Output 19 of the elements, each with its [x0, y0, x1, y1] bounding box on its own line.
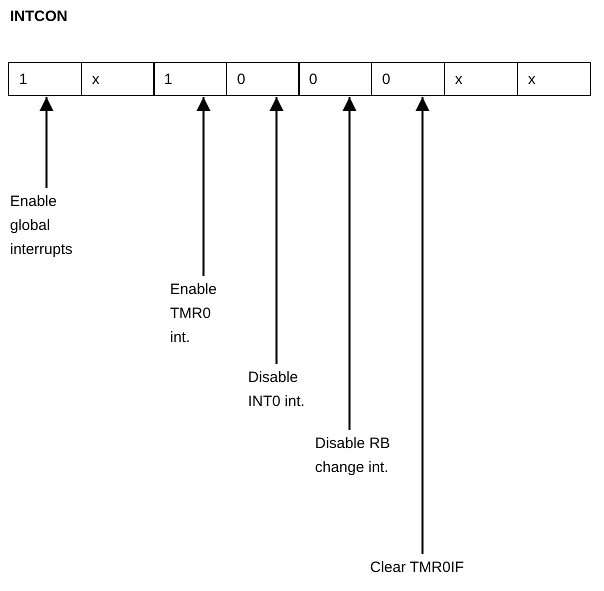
annotation-text: Disable RB change int. — [315, 432, 391, 480]
annotation-text: Enable TMR0 int. — [170, 278, 230, 350]
annotation-text: Clear TMR0IF — [370, 556, 490, 580]
bit-cell: x — [81, 62, 155, 96]
bit-cell: 1 — [8, 62, 82, 96]
bit-cell: x — [444, 62, 518, 96]
annotation-text: Enable global interrupts — [10, 190, 95, 262]
bit-cell: 1 — [153, 62, 227, 96]
bit-cell: 0 — [371, 62, 445, 96]
leader-arrow — [270, 97, 284, 364]
bit-cell: 0 — [226, 62, 300, 96]
leader-arrow — [40, 97, 54, 188]
leader-arrow — [342, 97, 356, 430]
register-name: INTCON — [10, 8, 68, 25]
bit-cell: x — [517, 62, 591, 96]
leader-arrow — [416, 97, 430, 554]
leader-arrow — [196, 97, 210, 276]
bit-cell: 0 — [298, 62, 372, 96]
annotation-text: Disable INT0 int. — [248, 366, 310, 414]
